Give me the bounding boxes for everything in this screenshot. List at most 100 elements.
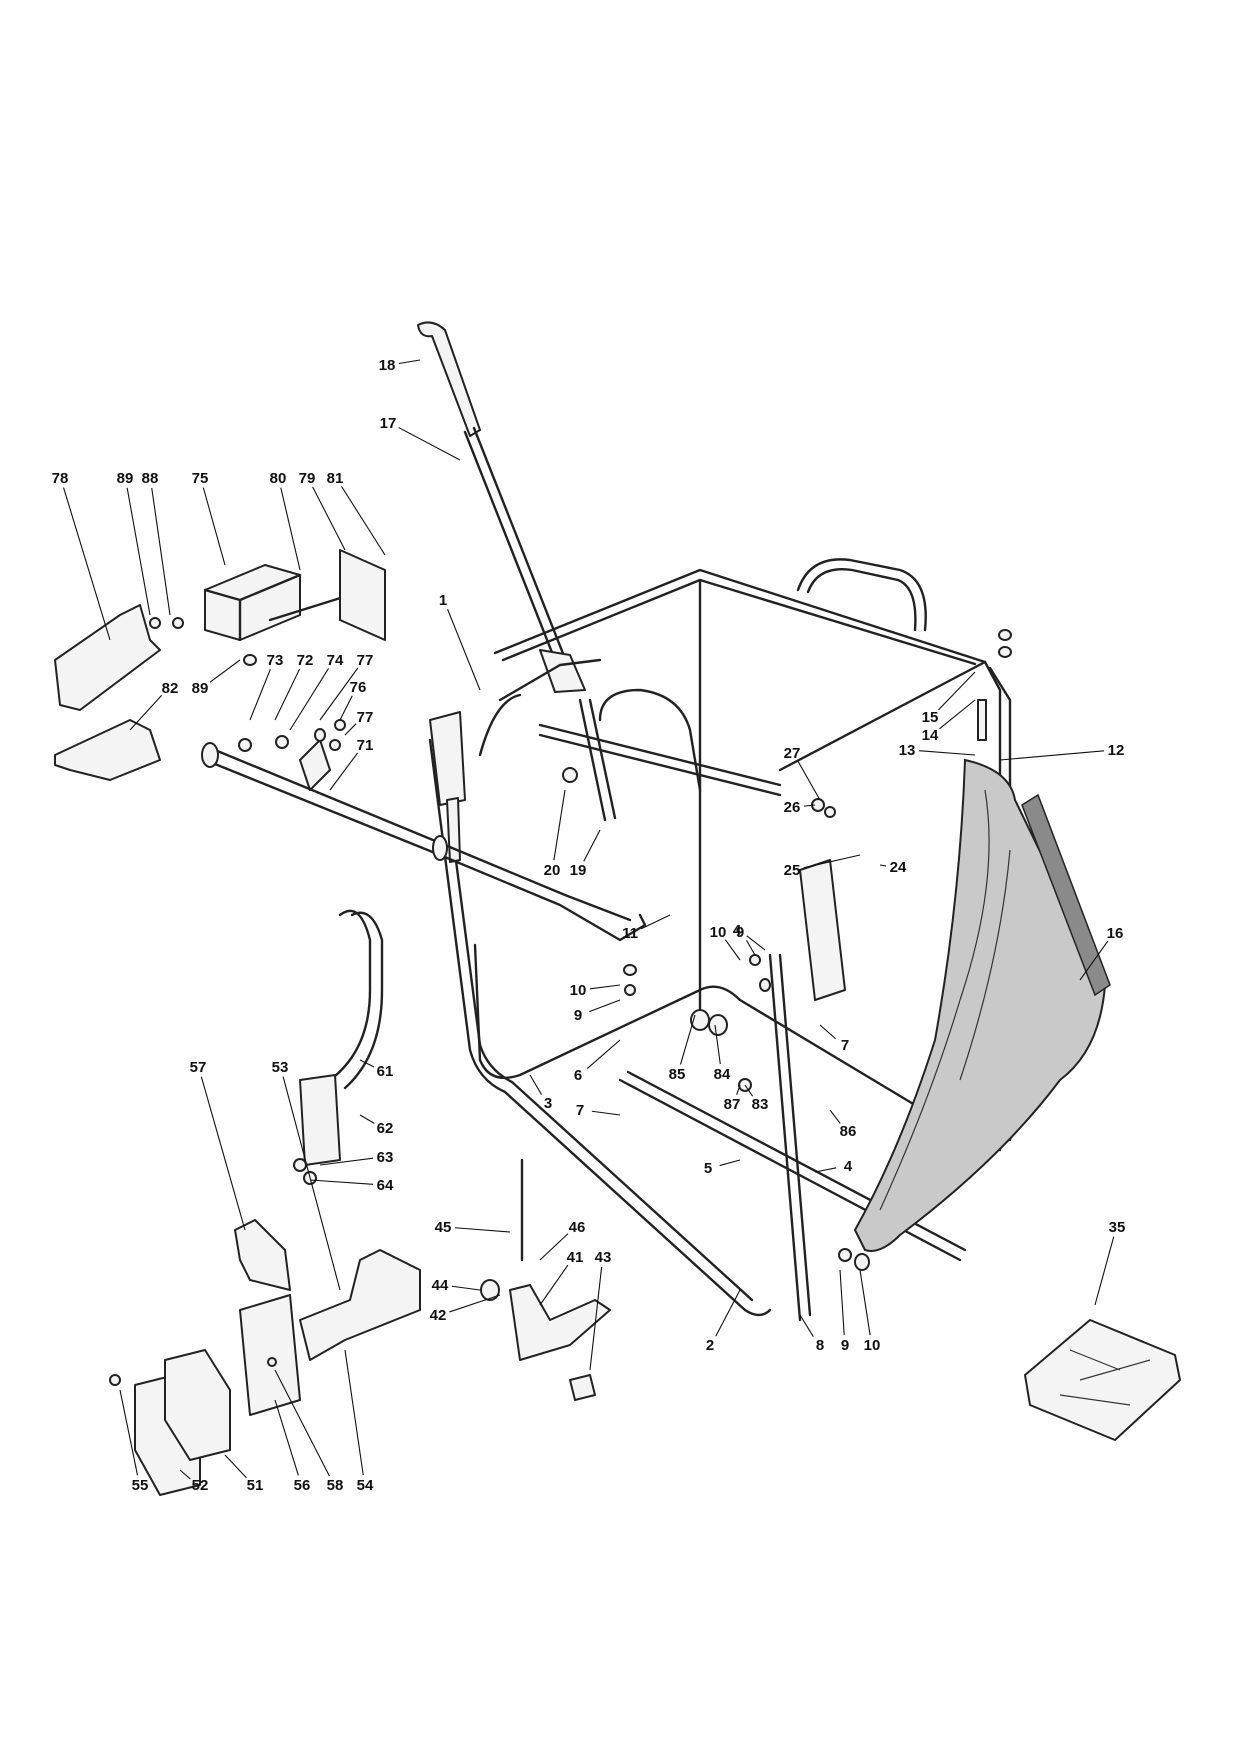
part-label-3: 3: [544, 1095, 552, 1112]
latch-box: [203, 549, 386, 642]
leader-lines: [63, 359, 1115, 1480]
part-label-4: 4: [844, 1158, 853, 1175]
leader-line: [736, 1084, 741, 1095]
part-label-80: 80: [270, 470, 287, 487]
leader-line: [398, 427, 461, 461]
pedal-arm: [299, 909, 384, 1166]
part-label-13: 13: [899, 742, 916, 759]
leader-line: [715, 1289, 741, 1337]
part-label-35: 35: [1109, 1219, 1126, 1236]
leader-line: [746, 935, 766, 951]
part-label-83: 83: [752, 1096, 769, 1113]
leader-line: [451, 1285, 481, 1291]
leader-line: [591, 1110, 621, 1116]
leader-line: [129, 694, 163, 731]
leader-line: [319, 667, 359, 721]
leader-line: [583, 829, 601, 862]
leader-line: [249, 669, 271, 721]
part-label-26: 26: [784, 799, 801, 816]
part-label-75: 75: [192, 470, 209, 487]
part-label-52: 52: [192, 1477, 209, 1494]
leader-line: [274, 1399, 299, 1476]
leader-line: [1079, 940, 1109, 981]
part-label-20: 20: [544, 862, 561, 879]
part-label-43: 43: [595, 1249, 612, 1266]
leader-line: [879, 864, 887, 867]
part-label-6: 6: [574, 1067, 582, 1084]
part-label-5: 5: [704, 1160, 712, 1177]
leader-line: [202, 487, 226, 566]
leader-line: [151, 487, 171, 616]
leader-line: [119, 1389, 139, 1476]
lift-lever: [417, 321, 617, 822]
leader-line: [640, 914, 671, 930]
leader-line: [344, 1349, 364, 1476]
part-label-1: 1: [439, 592, 447, 609]
leader-line: [1094, 1236, 1115, 1306]
part-label-9: 9: [574, 1007, 582, 1024]
leader-line: [814, 1167, 837, 1173]
leader-line: [280, 487, 301, 571]
leader-line: [529, 1074, 542, 1095]
part-label-88: 88: [142, 470, 159, 487]
part-label-27: 27: [784, 745, 801, 762]
part-label-24: 24: [890, 859, 907, 876]
part-label-85: 85: [669, 1066, 686, 1083]
leader-line: [589, 984, 621, 990]
part-label-86: 86: [840, 1123, 857, 1140]
part-label-74: 74: [327, 652, 344, 669]
leader-line: [329, 752, 359, 791]
leader-line: [803, 804, 816, 807]
leader-line: [200, 1076, 246, 1231]
part-label-87: 87: [724, 1096, 741, 1113]
leader-line: [63, 487, 111, 641]
leader-line: [939, 699, 976, 730]
part-label-16: 16: [1107, 925, 1124, 942]
leader-line: [724, 939, 741, 961]
part-label-84: 84: [714, 1066, 731, 1083]
leader-line: [803, 854, 861, 869]
leader-line: [679, 1014, 696, 1065]
part-label-25: 25: [784, 862, 801, 879]
leader-line: [589, 999, 621, 1013]
part-label-17: 17: [380, 415, 397, 432]
leader-line: [746, 940, 756, 956]
leader-line: [859, 1269, 871, 1336]
part-label-63: 63: [377, 1149, 394, 1166]
part-label-64: 64: [377, 1177, 394, 1194]
leader-line: [359, 1059, 375, 1068]
grass-bag: [853, 758, 1111, 1252]
leader-line: [447, 609, 481, 691]
leader-line: [918, 750, 976, 756]
leader-line: [312, 486, 346, 551]
part-label-53: 53: [272, 1059, 289, 1076]
part-label-81: 81: [327, 470, 344, 487]
leader-line: [344, 723, 357, 736]
part-label-15: 15: [922, 709, 939, 726]
lever-plate: [480, 1158, 611, 1401]
part-label-2: 2: [706, 1337, 714, 1354]
part-label-42: 42: [430, 1307, 447, 1324]
part-label-10: 10: [864, 1337, 881, 1354]
leader-line: [553, 789, 566, 861]
part-label-61: 61: [377, 1063, 394, 1080]
leader-line: [797, 761, 821, 801]
part-label-71: 71: [357, 737, 374, 754]
part-label-9: 9: [841, 1337, 849, 1354]
leader-line: [719, 1159, 741, 1167]
leader-line: [744, 1084, 754, 1097]
leader-line: [126, 487, 151, 616]
leader-line: [179, 1469, 191, 1480]
leader-line: [454, 1227, 511, 1233]
part-label-10: 10: [710, 924, 727, 941]
leader-line: [539, 1264, 569, 1306]
part-label-54: 54: [357, 1477, 374, 1494]
part-label-82: 82: [162, 680, 179, 697]
leader-line: [586, 1039, 621, 1070]
leader-line: [449, 1294, 501, 1313]
lift-bar: [201, 739, 647, 942]
part-label-73: 73: [267, 652, 284, 669]
part-label-78: 78: [52, 470, 69, 487]
part-label-51: 51: [247, 1477, 264, 1494]
